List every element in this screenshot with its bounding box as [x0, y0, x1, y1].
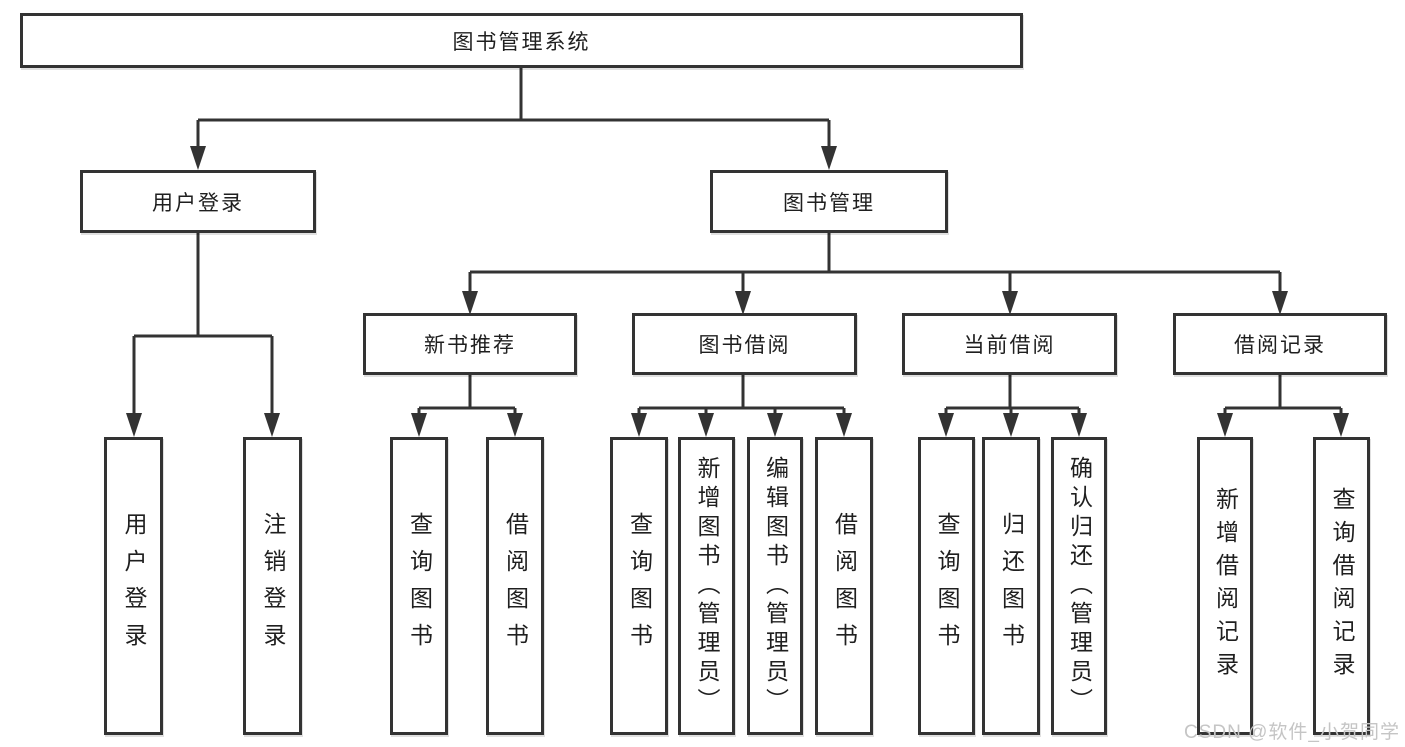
arrowhead	[735, 291, 751, 315]
leaf-rec-query-book: 查询图书	[390, 437, 448, 735]
leaf-current-confirm-return-admin: 确认归还（管理员）	[1051, 437, 1107, 735]
node-book-borrowing: 图书借阅	[632, 313, 857, 375]
arrowhead	[1272, 291, 1288, 315]
arrowhead	[821, 146, 837, 170]
arrowhead	[1002, 291, 1018, 315]
arrowhead	[698, 413, 714, 437]
leaf-rec-borrow-book: 借阅图书	[486, 437, 544, 735]
arrowhead	[1003, 413, 1019, 437]
node-root-system: 图书管理系统	[20, 13, 1023, 68]
leaf-borrow-add-book-admin: 新增图书（管理员）	[678, 437, 735, 735]
arrowhead	[411, 413, 427, 437]
leaf-borrow-edit-book-admin: 编辑图书（管理员）	[747, 437, 803, 735]
node-borrowing-records: 借阅记录	[1173, 313, 1387, 375]
leaf-current-query-book: 查询图书	[918, 437, 975, 735]
connector-new-book-rec-to-leaves	[411, 375, 523, 437]
arrowhead	[462, 291, 478, 315]
arrowhead	[1333, 413, 1349, 437]
leaf-user-login: 用户登录	[104, 437, 163, 735]
connector-current-borrow-to-leaves	[938, 375, 1087, 437]
connector-book-borrow-to-leaves	[631, 375, 852, 437]
arrowhead	[938, 413, 954, 437]
node-new-book-recommendation: 新书推荐	[363, 313, 577, 375]
leaf-add-borrow-record: 新增借阅记录	[1197, 437, 1253, 735]
arrowhead	[264, 413, 280, 437]
connector-root-to-level1	[190, 68, 837, 170]
arrowhead	[767, 413, 783, 437]
arrowhead	[126, 413, 142, 437]
leaf-current-return-book: 归还图书	[982, 437, 1040, 735]
arrowhead	[507, 413, 523, 437]
leaf-logout: 注销登录	[243, 437, 302, 735]
node-current-borrowing: 当前借阅	[902, 313, 1117, 375]
arrowhead	[190, 146, 206, 170]
leaf-borrow-query-book: 查询图书	[610, 437, 668, 735]
node-user-login: 用户登录	[80, 170, 316, 233]
connector-user-login-to-leaves	[126, 233, 280, 437]
arrowhead	[631, 413, 647, 437]
csdn-watermark: CSDN @软件_小贺同学	[1184, 722, 1400, 743]
leaf-query-borrow-record: 查询借阅记录	[1313, 437, 1370, 735]
node-book-management: 图书管理	[710, 170, 948, 233]
arrowhead	[1217, 413, 1233, 437]
arrowhead	[1071, 413, 1087, 437]
arrowhead	[836, 413, 852, 437]
connector-book-mgmt-to-level2	[462, 233, 1288, 315]
connector-borrow-record-to-leaves	[1217, 375, 1349, 437]
leaf-borrow-borrow-book: 借阅图书	[815, 437, 873, 735]
